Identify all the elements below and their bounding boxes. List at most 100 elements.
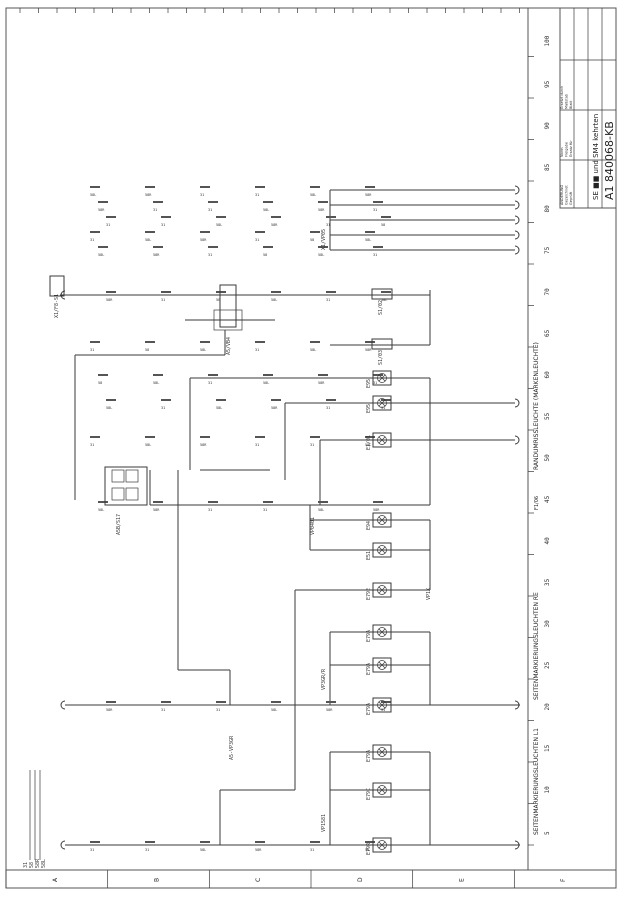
wire-tag	[90, 231, 100, 233]
svg-text:E94: E94	[366, 521, 372, 530]
wire-tag-text: 31	[90, 348, 94, 352]
wire-tag-text: 58L	[200, 848, 206, 852]
wire-tag	[263, 246, 273, 248]
wire-tag	[310, 841, 320, 843]
wire-tag	[200, 841, 210, 843]
wire-tag	[161, 399, 171, 401]
net-a5-vp3gr: A5-VP3GR	[229, 735, 235, 760]
lamp: E79A	[366, 697, 392, 715]
wire-tag	[271, 399, 281, 401]
title-block-row: Geprüft	[569, 191, 573, 205]
svg-text:E1/01: E1/01	[366, 435, 372, 450]
lamp: E79A	[366, 744, 392, 762]
wire-tag	[365, 841, 375, 843]
wire-tag	[255, 841, 265, 843]
wire-tag-text: 31	[373, 208, 377, 212]
wire-tag	[255, 341, 265, 343]
lamp: E95	[366, 370, 392, 388]
wire-tag-text: 58R	[271, 223, 278, 227]
end-terminals	[60, 185, 520, 850]
wire-tag-text: 58R	[373, 508, 380, 512]
wire-tag-text: 58L	[145, 238, 151, 242]
svg-text:A5B/S17: A5B/S17	[116, 514, 122, 535]
wire-tag-text: 58	[145, 348, 149, 352]
wire-tag	[98, 501, 108, 503]
wire-tag-text: 31	[310, 848, 314, 852]
wire-tag	[200, 186, 210, 188]
wire-tag-text: 31	[161, 406, 165, 410]
wire-tag-text: 58R	[153, 253, 160, 257]
lamp: E51	[366, 542, 392, 560]
lamp-group: E95E95E1/01E94E51E79EE79AE79AE79AE79AE79…	[366, 370, 392, 855]
wire-tag-text: 31	[326, 223, 330, 227]
wire-tag-text: 58R	[106, 298, 113, 302]
row-letter: A	[52, 877, 59, 882]
wire-tag-text: 31	[161, 708, 165, 712]
wire-tag-text: 31	[373, 381, 377, 385]
wire-tag-text: 58	[381, 223, 385, 227]
terminal	[514, 840, 520, 850]
title-block-row: Maßstab	[565, 93, 569, 109]
wire-tag	[98, 374, 108, 376]
wire-tag	[271, 291, 281, 293]
wire-tag	[255, 231, 265, 233]
scale-number: 100	[544, 35, 551, 46]
wire-tag-text: 58	[310, 238, 314, 242]
wire-tag	[106, 216, 116, 218]
wire-tag	[145, 436, 155, 438]
wire-tag	[208, 501, 218, 503]
terminal	[514, 230, 520, 240]
svg-text:X1/F8-S1: X1/F8-S1	[54, 294, 60, 318]
drawing-frame	[5, 7, 617, 889]
wire-tag	[200, 231, 210, 233]
wire-tag	[263, 374, 273, 376]
terminal	[60, 840, 66, 850]
scale-number: 10	[544, 786, 551, 794]
terminal	[60, 290, 66, 300]
svg-text:E79E: E79E	[366, 588, 372, 600]
wire-tag	[145, 341, 155, 343]
wire-tag	[106, 701, 116, 703]
wire-tag-text: 31	[255, 238, 259, 242]
wire-tag-text: 31	[145, 848, 149, 852]
scale-number: 85	[544, 163, 551, 171]
wire-tag-text: 58R	[98, 208, 105, 212]
wire-tag-text: 58R	[318, 381, 325, 385]
terminal	[514, 185, 520, 195]
wire-tag-text: 58R	[318, 208, 325, 212]
fuse-s1-03: S1/03	[371, 338, 393, 365]
relay-a5-vb4: A5/VB4	[213, 284, 243, 355]
section-label-right: RANDUMRISSLEUCHTE (MARKENLEUCHTE)	[533, 342, 540, 470]
wire-tag-text: 31	[208, 208, 212, 212]
wire-tag-text: 31	[263, 508, 267, 512]
svg-text:58L: 58L	[41, 859, 47, 868]
title-block-row: Gezeichnet	[565, 185, 569, 205]
wire-tag-text: 58R	[271, 406, 278, 410]
wire-tag	[216, 216, 226, 218]
wire-tag	[271, 216, 281, 218]
scale-number: 95	[544, 80, 551, 88]
wire-tag	[365, 341, 375, 343]
svg-text:58: 58	[29, 862, 35, 868]
wire-tag	[208, 201, 218, 203]
row-letter: E	[459, 878, 466, 882]
wire-tag	[98, 201, 108, 203]
wire-tag-text: 58L	[365, 443, 371, 447]
wire-tag	[318, 246, 328, 248]
svg-text:58R: 58R	[35, 858, 41, 868]
wire-tag-text: 31	[381, 406, 385, 410]
wire-tag	[216, 701, 226, 703]
wire-tag-text: 58L	[271, 298, 277, 302]
wire-tag	[106, 291, 116, 293]
wire-tag-text: 58L	[153, 381, 159, 385]
section-label-left-bottom: SEITENMARKIERUNGSLEUCHTEN L1	[533, 728, 540, 835]
wire-tag	[326, 399, 336, 401]
row-letter: B	[154, 878, 161, 882]
wire-tag-text: 58L	[90, 193, 96, 197]
wire-tag-text: 58L	[310, 348, 316, 352]
net-vp1581: VP1581	[321, 814, 327, 832]
wire-tag	[216, 399, 226, 401]
wire-tag-text: 58R	[200, 238, 207, 242]
wire-tag-text: 31	[90, 238, 94, 242]
